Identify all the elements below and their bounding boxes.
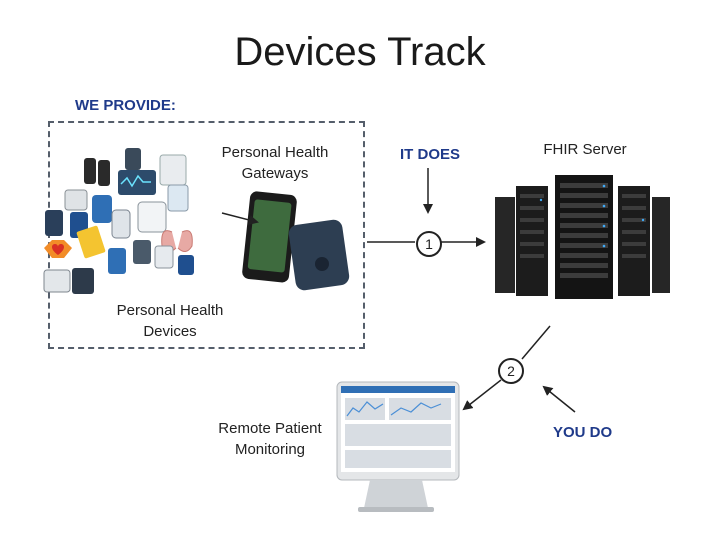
we-provide-label: WE PROVIDE: <box>75 97 176 114</box>
you-do-arrow <box>542 385 576 413</box>
devices-label-line1: Personal Health <box>116 302 224 319</box>
devices-label-line2: Devices <box>143 323 197 340</box>
personal-health-devices-image <box>43 148 194 294</box>
server-to-step2-line <box>521 325 551 360</box>
step2-to-rpm-arrow <box>462 379 502 411</box>
gateways-label: Personal Health Gateways <box>210 142 340 184</box>
you-do-label: YOU DO <box>553 424 613 441</box>
step-1-badge: 1 <box>416 231 442 257</box>
devices-label: Personal Health Devices <box>105 300 235 342</box>
fhir-server-label: FHIR Server <box>543 141 627 158</box>
slide-title: Devices Track <box>234 30 486 74</box>
gateways-label-line1: Personal Health <box>221 144 329 161</box>
step-2-badge: 2 <box>498 358 524 384</box>
rpm-label-line2: Monitoring <box>234 441 306 458</box>
it-does-label: IT DOES <box>400 146 461 163</box>
devices-to-gateway-arrow <box>221 212 259 225</box>
fhir-server-image <box>495 175 670 299</box>
gateways-label-line2: Gateways <box>241 165 309 182</box>
rpm-label: Remote Patient Monitoring <box>205 418 335 460</box>
rpm-monitor-image <box>336 381 460 512</box>
gateway-phone-image <box>242 191 350 291</box>
rpm-label-line1: Remote Patient <box>218 420 322 437</box>
